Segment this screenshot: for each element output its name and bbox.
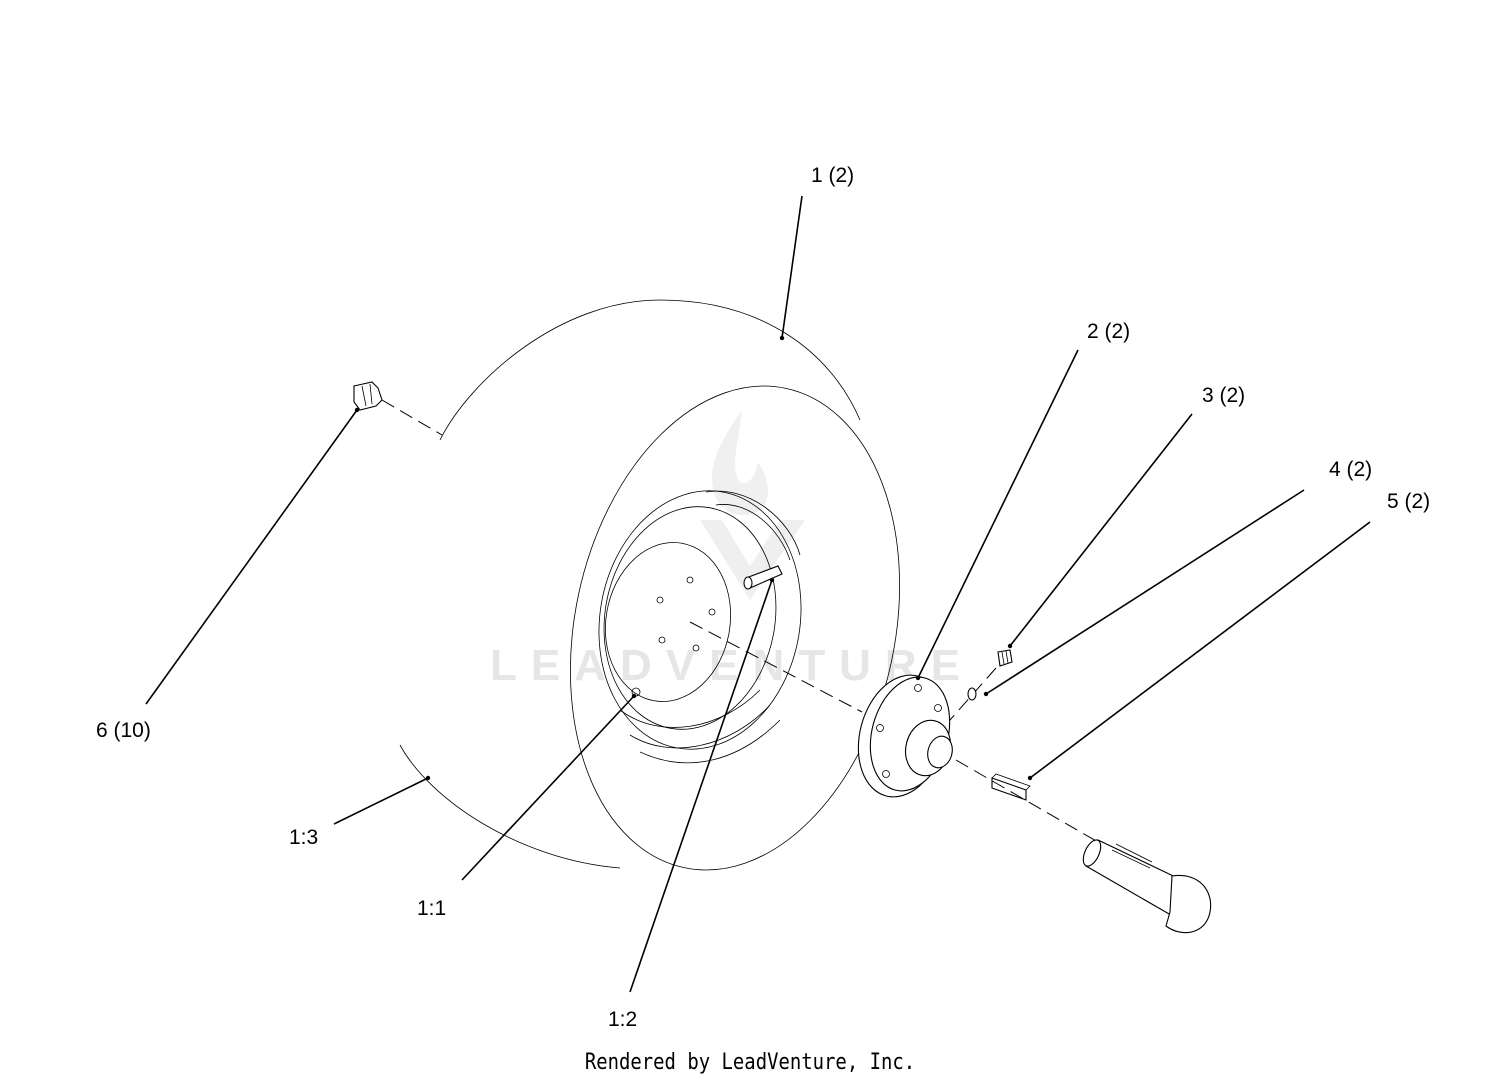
callout-part-2: 2 (2) — [1087, 320, 1130, 343]
callout-part-6: 6 (10) — [96, 719, 151, 742]
callout-part-5: 5 (2) — [1387, 490, 1430, 513]
watermark-logo — [700, 410, 805, 600]
main-assembly-axis — [689, 621, 1099, 843]
shaft-key — [991, 773, 1031, 801]
wheel-rim-outer — [598, 490, 802, 750]
wheel-rim-ribs — [619, 490, 801, 764]
tire-front-sidewall — [570, 385, 900, 871]
hub-bore — [927, 735, 953, 769]
tire-outer-silhouette — [399, 299, 861, 869]
wheel-rim-inner — [603, 506, 777, 730]
flame-icon — [712, 410, 769, 516]
callout-part-4: 4 (2) — [1329, 458, 1372, 481]
callout-part-3: 3 (2) — [1202, 384, 1245, 407]
callout-sub-1-1: 1:1 — [417, 897, 446, 920]
wheel-lug-holes — [631, 576, 716, 697]
callout-sub-1-2: 1:2 — [608, 1008, 637, 1031]
valve-stem — [743, 565, 783, 590]
leader-lines — [145, 195, 1371, 993]
set-screw — [997, 649, 1013, 667]
chevron-logo-icon — [700, 520, 805, 600]
wheel-hub — [857, 674, 953, 798]
axle-pin — [1082, 839, 1212, 934]
wheel-hub-face — [604, 542, 732, 702]
lug-nut — [353, 381, 383, 411]
callout-part-1: 1 (2) — [811, 164, 854, 187]
tire-assembly — [399, 299, 900, 871]
callout-sub-1-3: 1:3 — [289, 826, 318, 849]
render-credit: Rendered by LeadVenture, Inc. — [584, 1050, 916, 1075]
leader-dots — [354, 335, 1033, 781]
washer — [967, 687, 977, 701]
lug-nut-axis — [381, 399, 443, 436]
